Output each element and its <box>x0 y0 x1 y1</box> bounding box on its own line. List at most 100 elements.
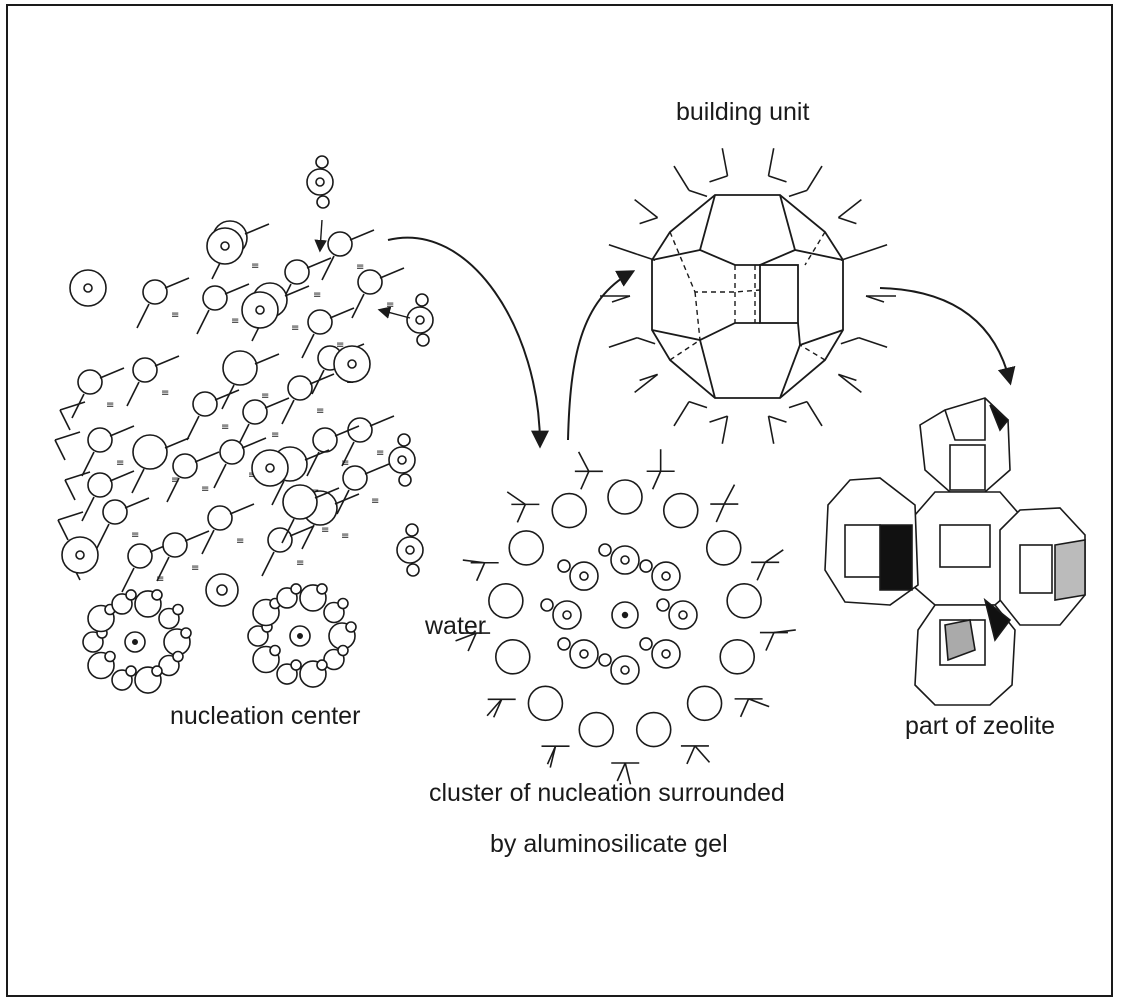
bond <box>475 562 486 582</box>
tetrahedral-mark: ≡ <box>161 388 169 399</box>
bond <box>64 479 76 501</box>
nucleation-center-cluster-b <box>247 583 357 688</box>
bond <box>865 295 885 303</box>
tetrahedral-mark: ≡ <box>221 422 229 433</box>
bond <box>636 253 656 262</box>
bond <box>57 519 69 541</box>
bond <box>369 415 395 427</box>
gel-network: ≡≡≡≡≡≡≡≡≡≡≡≡≡≡≡≡≡≡≡≡≡≡≡≡≡≡≡≡≡≡≡ <box>54 220 405 593</box>
cation-dot <box>265 463 275 473</box>
bond <box>611 295 631 303</box>
bond <box>284 285 310 297</box>
arrow-to-cluster <box>387 236 549 449</box>
bond <box>806 165 823 191</box>
bond <box>709 415 728 423</box>
cluster-inner-core <box>678 610 688 620</box>
bond <box>651 470 662 490</box>
small-node <box>337 644 349 657</box>
small-node <box>345 621 357 633</box>
bond <box>773 629 796 634</box>
bond <box>858 243 888 256</box>
gel-node <box>132 434 168 470</box>
water-core <box>315 177 325 187</box>
small-node <box>172 603 184 616</box>
cluster-outer-node <box>578 711 615 748</box>
cluster-small-node <box>656 598 670 612</box>
tetrahedral-mark: ≡ <box>291 323 299 334</box>
tetrahedral-mark: ≡ <box>236 536 244 547</box>
arrow-to-zeolite <box>879 287 1016 386</box>
tetrahedral-mark: ≡ <box>321 525 329 536</box>
bond <box>164 277 190 289</box>
label-part-of-zeolite: part of zeolite <box>905 712 1055 740</box>
bond <box>709 175 728 183</box>
cluster-outer-node <box>508 530 545 566</box>
label-cluster-line2: by aluminosilicate gel <box>490 830 728 858</box>
bond <box>636 336 656 345</box>
cation-dot <box>75 550 85 560</box>
bond <box>271 480 285 506</box>
bond <box>686 745 696 765</box>
bond <box>154 355 180 367</box>
water-hydrogen <box>415 293 429 307</box>
bond <box>673 401 690 427</box>
small-node <box>316 583 328 595</box>
bond <box>768 175 787 183</box>
cluster-small-node <box>598 653 612 667</box>
bond <box>723 484 736 505</box>
small-node <box>104 650 116 663</box>
cation-dot <box>83 283 93 293</box>
bond <box>54 439 66 461</box>
tetrahedral-mark: ≡ <box>251 261 259 272</box>
incoming-arrows <box>314 219 411 319</box>
cation-dot <box>255 305 265 315</box>
bond <box>467 632 477 652</box>
cluster-inner-core <box>562 610 572 620</box>
gel-node <box>77 369 103 395</box>
bond <box>840 336 860 345</box>
small-node <box>125 589 137 601</box>
label-water: water <box>424 612 486 640</box>
label-nucleation-center: nucleation center <box>170 702 360 730</box>
bond <box>806 401 823 427</box>
bond <box>156 556 170 582</box>
bond <box>486 698 503 717</box>
small-node <box>172 650 184 663</box>
gel-node <box>132 357 158 383</box>
bond <box>739 698 750 718</box>
bond <box>329 307 355 319</box>
gel-node <box>282 484 318 520</box>
tetrahedral-mark: ≡ <box>271 430 279 441</box>
gel-node <box>347 417 373 443</box>
bond <box>306 451 320 477</box>
bond <box>768 415 787 423</box>
small-node <box>337 597 349 610</box>
bond <box>379 267 405 279</box>
bond <box>334 493 360 505</box>
gel-node <box>142 279 168 305</box>
bond <box>109 425 135 437</box>
cluster-outer-node <box>686 685 723 722</box>
bond <box>124 497 150 509</box>
bond <box>306 257 332 269</box>
arrow-to-building-unit <box>567 270 636 441</box>
gel-node <box>284 259 310 285</box>
bond <box>351 293 365 319</box>
bond <box>311 369 325 395</box>
bond <box>334 425 360 437</box>
bond <box>721 148 729 177</box>
bond <box>254 353 280 365</box>
tetrahedral-mark: ≡ <box>248 470 256 481</box>
gel-node <box>327 231 353 257</box>
bond <box>516 504 527 523</box>
core-dot <box>132 638 139 645</box>
bond <box>164 437 190 449</box>
tetrahedral-mark: ≡ <box>356 262 364 273</box>
gel-node <box>127 543 153 569</box>
bond <box>688 400 708 409</box>
bond <box>767 415 775 444</box>
bond <box>673 165 690 191</box>
bond <box>608 243 638 256</box>
water-molecules <box>205 155 434 607</box>
tetrahedral-mark: ≡ <box>336 340 344 351</box>
